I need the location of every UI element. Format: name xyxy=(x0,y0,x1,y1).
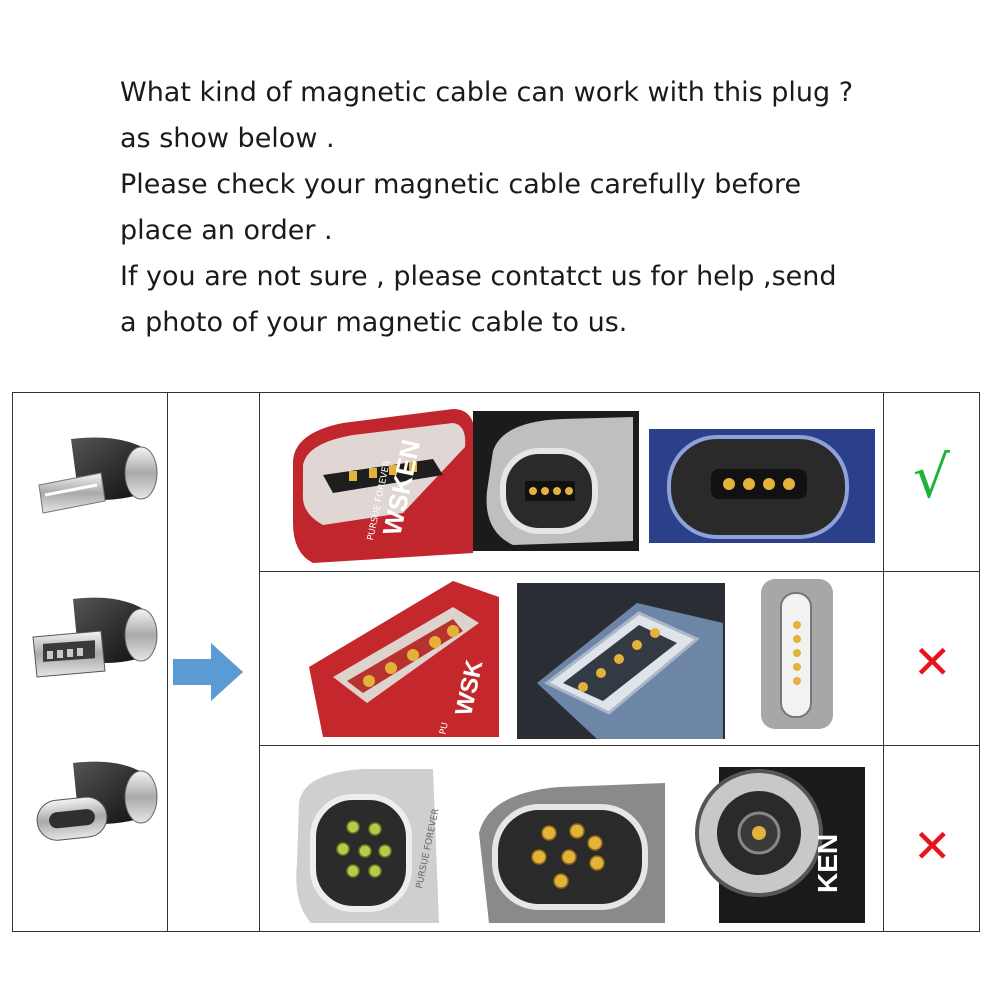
lightning-plug-icon xyxy=(31,429,161,539)
intro-line-3: Please check your magnetic cable careful… xyxy=(120,169,802,200)
round-single-pin-connector-photo: KEN xyxy=(689,767,865,923)
intro-line-6: a photo of your magnetic cable to us. xyxy=(120,307,628,338)
intro-text: What kind of magnetic cable can work wit… xyxy=(120,70,940,346)
intro-line-1: What kind of magnetic cable can work wit… xyxy=(120,77,854,108)
red-4pin-connector-photo: WSKEN PURSUE FOREVER xyxy=(283,403,479,563)
intro-line-2: as show below . xyxy=(120,123,335,154)
right-arrow-icon xyxy=(173,643,245,701)
compatibility-table: WSKEN PURSUE FOREVER √ WSK PU xyxy=(12,392,980,932)
brand-label: KEN xyxy=(812,834,843,893)
navy-4pin-connector-photo xyxy=(649,429,875,543)
table-divider xyxy=(259,745,979,746)
check-mark: √ xyxy=(913,443,950,511)
silver-4pin-connector-photo xyxy=(473,411,639,551)
usb-c-plug-icon xyxy=(29,753,163,863)
cross-mark: ✕ xyxy=(913,635,952,689)
silver-vertical-5pin-connector-photo xyxy=(761,579,833,729)
slogan-label: PU xyxy=(438,722,450,736)
table-divider xyxy=(883,393,884,931)
red-5pin-connector-photo: WSK PU xyxy=(303,577,503,737)
table-divider xyxy=(167,393,168,931)
cross-mark: ✕ xyxy=(913,819,952,873)
intro-line-5: If you are not sure , please contatct us… xyxy=(120,261,837,292)
micro-usb-plug-icon xyxy=(27,589,163,699)
silver-7pin-connector-photo xyxy=(469,773,669,923)
silver-multipin-connector-photo: PURSUE FOREVER xyxy=(283,763,443,923)
blue-5pin-connector-photo xyxy=(517,583,725,739)
intro-line-4: place an order . xyxy=(120,215,333,246)
table-divider xyxy=(259,393,260,931)
table-divider xyxy=(259,571,979,572)
